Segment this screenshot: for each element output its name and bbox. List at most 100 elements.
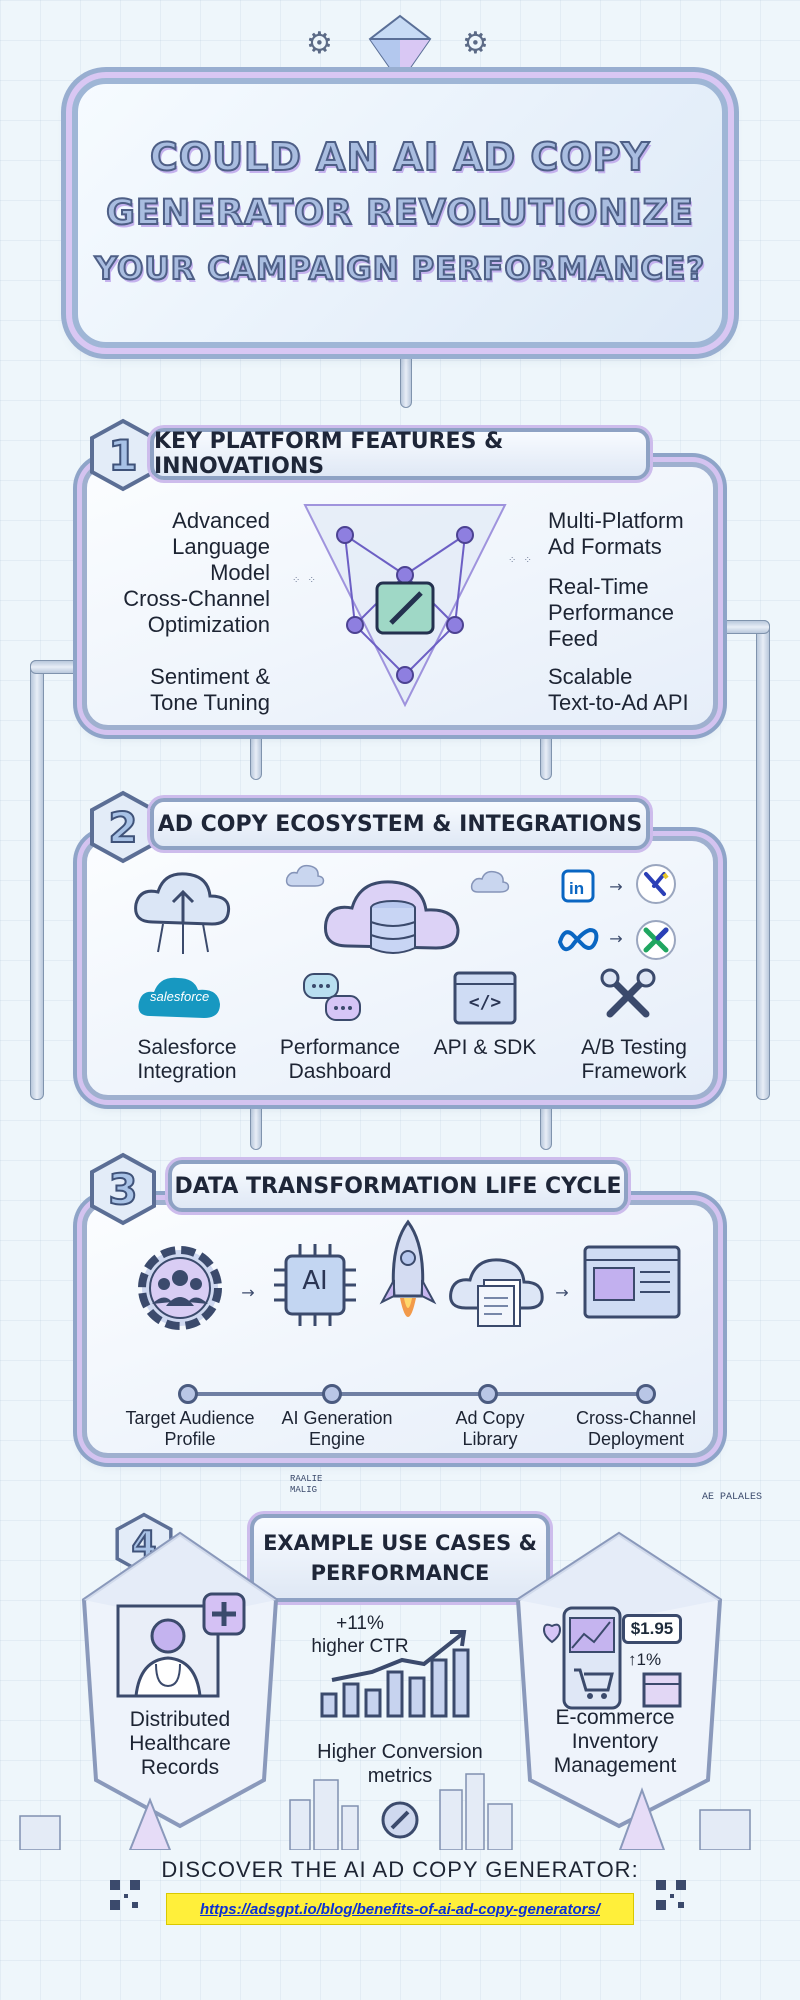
feature-line: Advanced: [172, 508, 270, 533]
feature-line: Sentiment &: [150, 664, 270, 689]
svg-text:in: in: [569, 879, 584, 898]
title-line-1: COULD AN AI AD COPY: [149, 134, 650, 180]
cloud-icon: [285, 862, 325, 892]
section-heading: DATA TRANSFORMATION LIFE CYCLE: [168, 1160, 628, 1212]
label-line: Performance: [279, 1036, 401, 1059]
section-number-badge: 3: [86, 1152, 160, 1226]
tools-icon: [598, 966, 658, 1026]
label-line: Deployment: [587, 1429, 685, 1449]
code-icon-text: </>: [468, 992, 502, 1013]
side-label: RAALIE MALIG: [290, 1474, 323, 1495]
browser-window-icon: [582, 1244, 682, 1320]
gear-icon: ⚙: [306, 26, 333, 61]
feature-line: Language Model: [172, 534, 270, 585]
timeline-node: [478, 1384, 498, 1404]
timeline-node: [636, 1384, 656, 1404]
growth-chart-icon: [312, 1620, 492, 1720]
heading-line: EXAMPLE USE CASES &: [263, 1531, 537, 1555]
pipe: [30, 660, 90, 674]
heading-line: PERFORMANCE: [310, 1561, 490, 1585]
salesforce-logo-text: salesforce: [150, 989, 210, 1004]
stat-line: higher CTR: [311, 1636, 409, 1657]
ai-chip-icon: AI: [270, 1240, 360, 1330]
feature-line: Cross-Channel: [123, 586, 270, 611]
title-line-3: YOUR CAMPAIGN PERFORMANCE?: [94, 250, 706, 288]
footer-link[interactable]: https://adsgpt.io/blog/benefits-of-ai-ad…: [166, 1893, 634, 1925]
feature-line: Multi-Platform: [548, 508, 684, 533]
label-line: Engine: [308, 1429, 366, 1449]
label-line: Higher Conversion: [317, 1741, 483, 1763]
feature-line: Tone Tuning: [150, 690, 270, 715]
decorative-dots: ⁘ ⁘: [508, 555, 534, 566]
feature-label: Multi-Platform Ad Formats: [548, 508, 708, 560]
qr-code-icon: [110, 1880, 140, 1910]
doctor-icon: [112, 1590, 248, 1700]
label-line: Inventory: [571, 1730, 659, 1753]
section-number-badge: 1: [86, 418, 160, 492]
price-tag: $1.95: [622, 1614, 682, 1644]
pipe: [250, 1100, 262, 1150]
pipe: [756, 620, 770, 1100]
section-heading: EXAMPLE USE CASES & PERFORMANCE: [250, 1514, 550, 1602]
feature-label: Real-Time Performance Feed: [548, 574, 708, 652]
label-line: Salesforce: [137, 1036, 237, 1059]
code-icon: </>: [452, 970, 518, 1026]
neural-network-icon: [285, 495, 525, 715]
feature-label: Cross-Channel Optimization: [110, 586, 270, 638]
decorative-dots: ⁘ ⁘: [292, 575, 318, 586]
partner-logo-icon: [634, 918, 678, 962]
feature-line: Feed: [548, 626, 599, 651]
footer-cta: DISCOVER THE AI AD COPY GENERATOR:: [161, 1857, 639, 1882]
label-line: AI Generation: [281, 1408, 393, 1428]
label-line: Cross-Channel: [575, 1408, 697, 1428]
logo-emblem-icon: [380, 1800, 420, 1840]
feature-label: Scalable Text-to-Ad API: [548, 664, 718, 716]
use-case-label: Distributed Healthcare Records: [110, 1708, 250, 1780]
side-label: AE PALALES: [702, 1492, 763, 1503]
label-line: Distributed: [129, 1708, 231, 1731]
arrow-right-icon: →: [241, 1282, 255, 1302]
label-line: Management: [553, 1754, 677, 1777]
integration-label: Performance Dashboard: [260, 1036, 420, 1084]
pipe: [30, 660, 44, 1100]
cloud-upload-icon: [128, 862, 238, 962]
label-line: Library: [462, 1429, 518, 1449]
feature-line: Optimization: [147, 612, 270, 637]
feature-line: Ad Formats: [548, 534, 662, 559]
arrow-right-icon: →: [555, 1282, 569, 1302]
qr-code-icon: [656, 1880, 686, 1910]
linkedin-icon: in: [560, 868, 596, 904]
gear-icon: ⚙: [462, 26, 489, 61]
feature-line: Scalable: [548, 664, 633, 689]
partner-logo-icon: [634, 862, 678, 906]
pipe: [540, 730, 552, 780]
timeline-node: [322, 1384, 342, 1404]
ecommerce-phone-icon: [540, 1604, 690, 1714]
title-frame: COULD AN AI AD COPY GENERATOR REVOLUTION…: [72, 78, 728, 348]
section-number: 3: [107, 1164, 138, 1215]
meta-icon: [556, 924, 600, 954]
delta-stat: ↑1%: [628, 1650, 662, 1669]
lifecycle-step-label: AI Generation Engine: [262, 1408, 412, 1450]
ai-chip-text: AI: [302, 1266, 328, 1296]
integration-label: A/B Testing Framework: [554, 1036, 714, 1084]
label-line: E-commerce: [555, 1706, 675, 1729]
stat-line: +11%: [336, 1613, 384, 1634]
pipe: [400, 348, 412, 408]
timeline-node: [178, 1384, 198, 1404]
integration-label: API & SDK: [420, 1036, 550, 1060]
label-line: Records: [140, 1756, 220, 1779]
pipe: [712, 620, 770, 634]
crystal-gem-icon: [360, 14, 440, 84]
section-heading: KEY PLATFORM FEATURES & INNOVATIONS: [150, 428, 650, 480]
feature-line: Text-to-Ad API: [548, 690, 689, 715]
rocket-icon: [378, 1218, 438, 1348]
feature-label: Advanced Language Model: [110, 508, 270, 586]
feature-line: Real-Time: [548, 574, 649, 599]
label-line: Ad Copy: [455, 1408, 525, 1428]
section-heading: AD COPY ECOSYSTEM & INTEGRATIONS: [150, 798, 650, 850]
feature-line: Performance: [548, 600, 674, 625]
label-line: Integration: [137, 1060, 237, 1083]
salesforce-logo: salesforce: [136, 970, 222, 1026]
feature-label: Sentiment & Tone Tuning: [110, 664, 270, 716]
